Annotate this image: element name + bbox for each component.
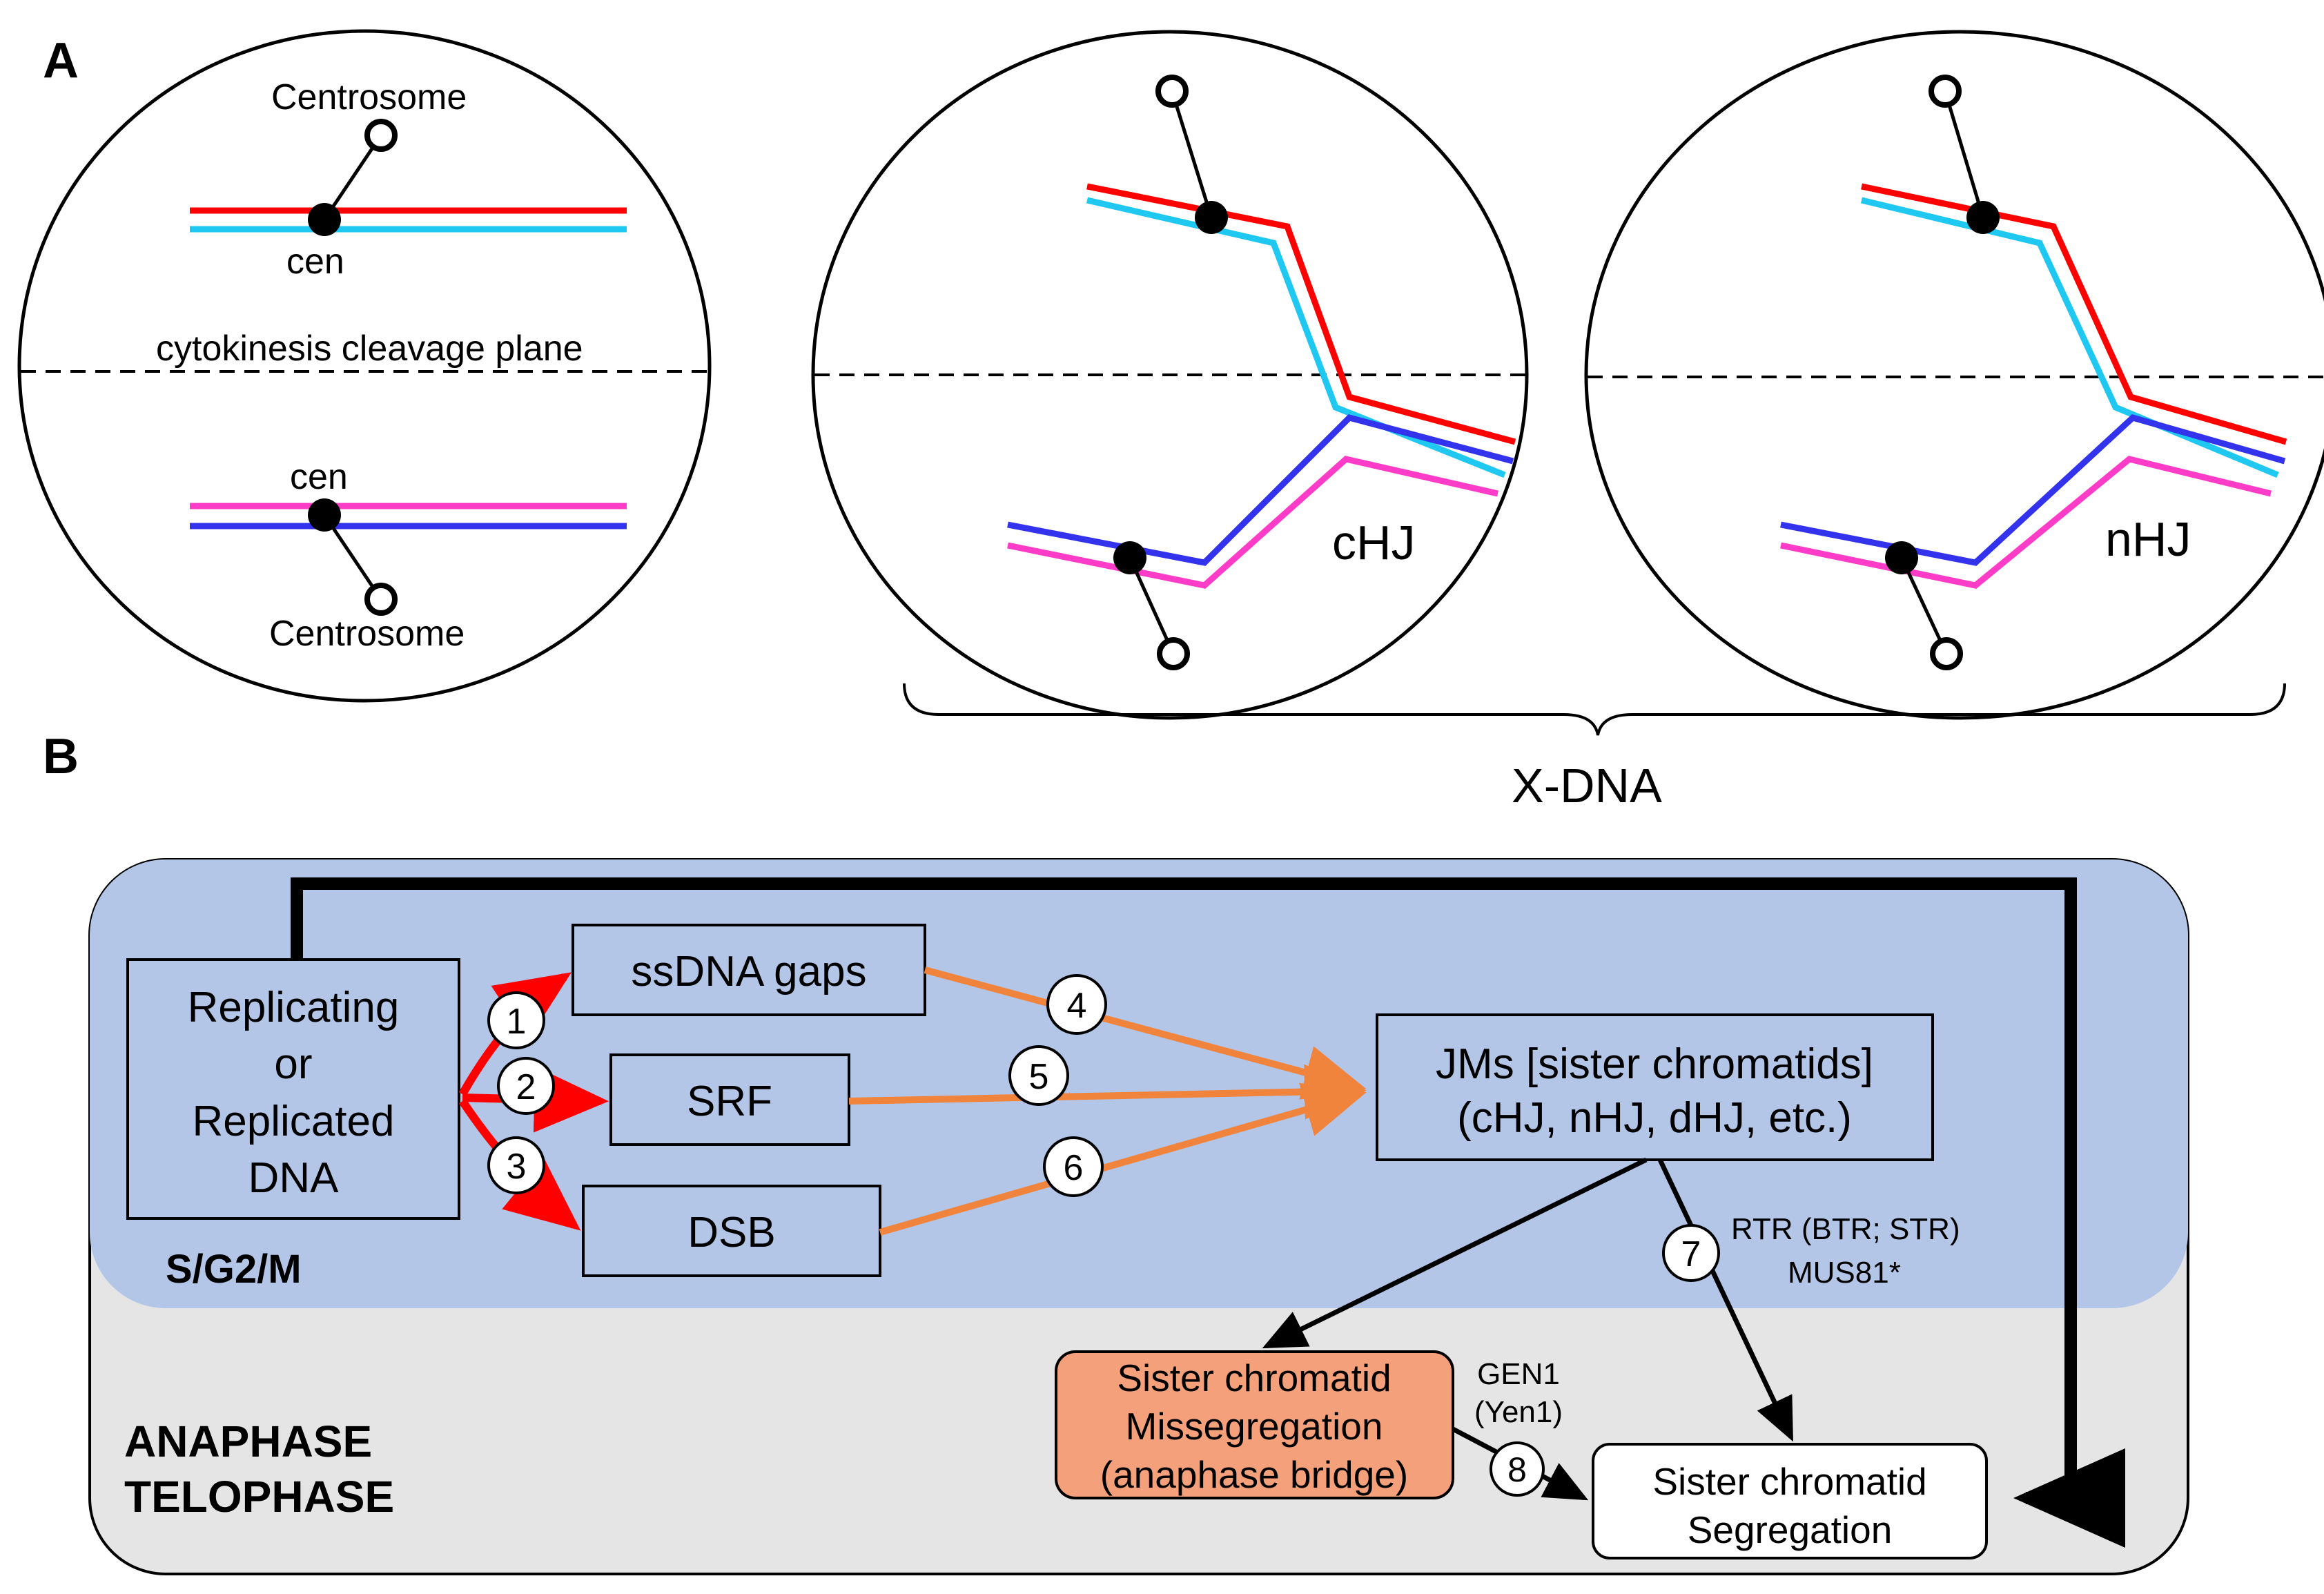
label-7-line2: MUS81*	[1788, 1256, 1901, 1290]
centromere-icon-3-bottom	[1885, 541, 1918, 574]
dsb-box-label: DSB	[687, 1209, 775, 1256]
ssdna-box-label: ssDNA gaps	[631, 948, 866, 995]
jm-box: JMs [sister chromatids] (cHJ, nHJ, dHJ, …	[1376, 1013, 1934, 1161]
centrosome-label-bottom: Centrosome	[269, 614, 465, 654]
strand-red	[1086, 183, 1516, 445]
strand-magenta-3	[1780, 456, 2272, 589]
arrow-4	[924, 966, 1367, 1100]
nhj-label: nHJ	[2105, 512, 2191, 566]
step-1-number: 1	[507, 1002, 527, 1042]
step-6-number: 6	[1064, 1148, 1084, 1188]
bypass-arrow	[291, 877, 2125, 1548]
label-8-line2: (Yen1)	[1474, 1395, 1563, 1429]
step-4-number: 4	[1067, 986, 1087, 1026]
source-box-line1: Replicating	[188, 984, 400, 1031]
panel-b-label: B	[43, 729, 79, 784]
srf-box-label: SRF	[687, 1078, 772, 1125]
step-7: 7	[1662, 1224, 1720, 1282]
cell-3: nHJ	[1584, 30, 2324, 720]
step-3-number: 3	[507, 1147, 527, 1187]
source-box-line3: Replicated	[193, 1098, 395, 1145]
centrosome-icon-3-bottom	[1930, 637, 1963, 670]
centrosome-icon-3-top	[1928, 75, 1962, 108]
step-5: 5	[1008, 1045, 1069, 1106]
centrosome-icon-top	[364, 119, 398, 152]
ssdna-box: ssDNA gaps	[572, 924, 926, 1016]
spindle-line-bottom	[322, 514, 383, 601]
spindle-line-3-bottom	[1900, 556, 1949, 655]
step-2: 2	[497, 1057, 555, 1115]
source-box-line2: or	[274, 1040, 312, 1088]
strand-red-3	[1861, 183, 2287, 445]
label-8-line1: GEN1	[1477, 1357, 1560, 1391]
centrosome-icon-2-bottom	[1157, 637, 1190, 670]
source-box: Replicating or Replicated DNA	[126, 958, 460, 1220]
strand-cyan	[1086, 197, 1506, 478]
step-1: 1	[487, 991, 545, 1049]
strand-cyan-3	[1860, 197, 2279, 478]
step-5-number: 5	[1029, 1057, 1049, 1097]
step-7-number: 7	[1681, 1234, 1701, 1274]
missegregation-box: Sister chromatid Missegregation (anaphas…	[1055, 1350, 1454, 1499]
step-6: 6	[1043, 1136, 1104, 1197]
arrow-5	[848, 1064, 1367, 1120]
phase-label-telophase: TELOPHASE	[124, 1472, 394, 1522]
arrow-6	[879, 1082, 1367, 1236]
spindle-line-3-top	[1943, 90, 1985, 218]
spindle-line-2-top	[1170, 90, 1213, 218]
centrosome-icon-2-top	[1155, 75, 1189, 108]
sg2m-phase-region	[90, 859, 2188, 1308]
arrow-to-missegregation	[1262, 1157, 1648, 1349]
panel-a-label: A	[43, 33, 79, 88]
phase-label-sg2m: S/G2/M	[166, 1247, 302, 1292]
cell-3-outline	[1584, 30, 2324, 720]
misseg-box-line3: (anaphase bridge)	[1100, 1453, 1408, 1496]
jm-box-line2: (cHJ, nHJ, dHJ, etc.)	[1457, 1094, 1852, 1142]
jm-box-line1: JMs [sister chromatids]	[1436, 1040, 1873, 1088]
step-4: 4	[1046, 974, 1107, 1035]
cleavage-plane-label: cytokinesis cleavage plane	[156, 329, 583, 369]
x-dna-label: X-DNA	[1512, 759, 1662, 813]
cell-1: cytokinesis cleavage plane Centrosome ce…	[17, 29, 712, 703]
centromere-icon-top	[308, 203, 341, 236]
seg-box-line1: Sister chromatid	[1652, 1460, 1926, 1503]
cell-2-outline	[811, 30, 1529, 720]
cen-label-bottom: cen	[290, 457, 348, 497]
cen-label-top: cen	[286, 242, 344, 282]
centrosome-label-top: Centrosome	[271, 77, 467, 117]
step-8: 8	[1490, 1441, 1545, 1497]
centrosome-icon-bottom	[364, 583, 398, 616]
centromere-icon-bottom	[308, 498, 341, 532]
cell-2: cHJ	[811, 30, 1529, 720]
spindle-line-top	[322, 134, 383, 221]
centromere-icon-2-bottom	[1113, 541, 1146, 574]
phase-label-anaphase: ANAPHASE	[124, 1417, 372, 1466]
centromere-icon-3-top	[1966, 201, 2000, 234]
segregation-box: Sister chromatid Segregation	[1592, 1443, 1988, 1559]
source-box-line4: DNA	[248, 1154, 340, 1202]
arrow-7	[1657, 1158, 1794, 1442]
x-dna-brace	[903, 683, 2286, 736]
strand-magenta	[1007, 456, 1498, 589]
cell-1-outline	[17, 29, 712, 703]
chj-label: cHJ	[1332, 516, 1416, 570]
label-7-line1: RTR (BTR; STR)	[1731, 1212, 1960, 1246]
misseg-box-line1: Sister chromatid	[1117, 1357, 1391, 1399]
step-3: 3	[487, 1136, 545, 1194]
spindle-line-2-bottom	[1128, 556, 1175, 655]
seg-box-line2: Segregation	[1688, 1508, 1893, 1551]
misseg-box-line2: Missegregation	[1126, 1405, 1383, 1448]
strand-blue	[1007, 414, 1514, 566]
step-2-number: 2	[516, 1067, 536, 1107]
centromere-icon-2-top	[1195, 201, 1228, 234]
strand-blue-3	[1780, 414, 2286, 566]
step-8-number: 8	[1507, 1450, 1527, 1489]
